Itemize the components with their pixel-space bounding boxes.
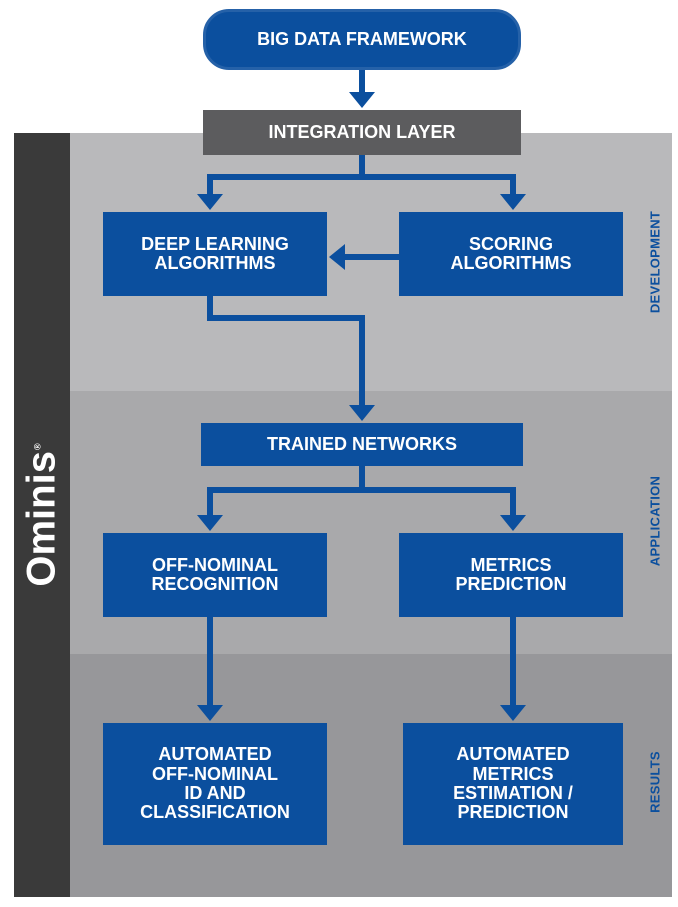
section-label-development: DEVELOPMENT — [647, 210, 663, 314]
off-nominal-recognition-node: OFF-NOMINAL RECOGNITION — [103, 533, 327, 617]
arrowhead-integration — [349, 92, 375, 108]
big-data-framework-node: BIG DATA FRAMEWORK — [203, 9, 521, 70]
automated-metrics-node: AUTOMATED METRICS ESTIMATION / PREDICTIO… — [403, 723, 623, 845]
brand-mark: ® — [32, 443, 43, 451]
trained-networks-node: TRAINED NETWORKS — [201, 423, 523, 466]
brand-name: Ominis — [19, 451, 64, 587]
brand-logo: Ominis® — [14, 133, 70, 897]
brand-sidebar — [14, 133, 70, 897]
section-label-results: RESULTS — [647, 751, 663, 813]
deep-learning-algorithms-node: DEEP LEARNING ALGORITHMS — [103, 212, 327, 296]
integration-layer-node: INTEGRATION LAYER — [203, 110, 521, 155]
section-label-application: APPLICATION — [647, 475, 663, 567]
metrics-prediction-node: METRICS PREDICTION — [399, 533, 623, 617]
automated-off-nominal-node: AUTOMATED OFF-NOMINAL ID AND CLASSIFICAT… — [103, 723, 327, 845]
scoring-algorithms-node: SCORING ALGORITHMS — [399, 212, 623, 296]
